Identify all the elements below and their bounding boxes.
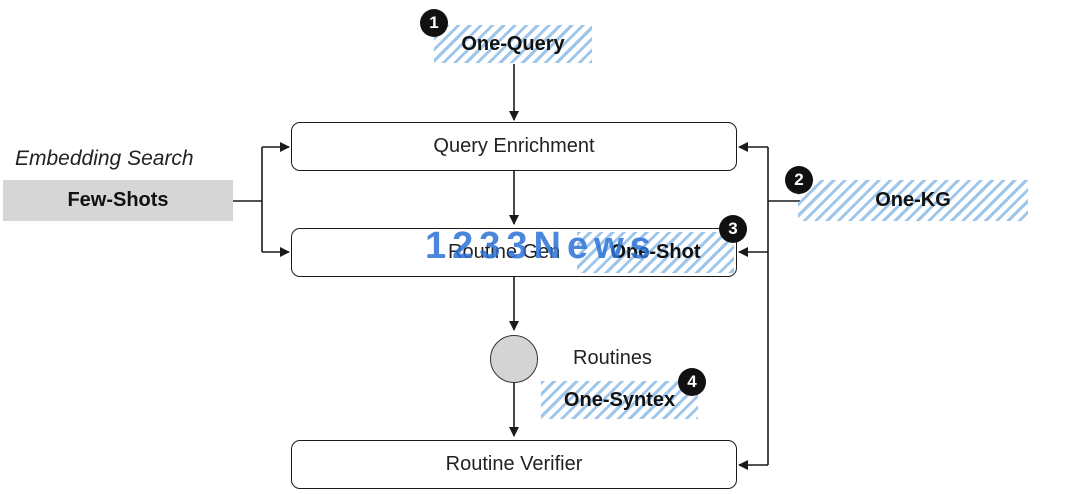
routine-verifier-label: Routine Verifier [445,453,583,475]
one-shot-highlight: One-Shot [577,232,734,273]
one-kg-label: One-KG [875,189,951,211]
one-syntex-highlight: One-Syntex [541,381,698,419]
one-syntex-label: One-Syntex [563,388,676,411]
badge-2: 2 [785,166,813,194]
badge-3: 3 [719,215,747,243]
routine-verifier-node: Routine Verifier [291,440,737,489]
badge-1: 1 [420,9,448,37]
one-query-label: One-Query [461,32,565,55]
few-shots-box: Few-Shots [3,180,233,221]
query-enrichment-node: Query Enrichment [291,122,737,171]
few-shots-label: Few-Shots [67,189,169,211]
embedding-search-label: Embedding Search [15,147,194,170]
watermark-text: 1233News [425,225,657,267]
routines-label: Routines [573,347,652,369]
query-enrichment-label: Query Enrichment [433,135,595,157]
routines-node [490,335,538,383]
one-kg-highlight: One-KG [798,180,1028,221]
one-shot-label: One-Shot [610,241,701,263]
badge-4: 4 [678,368,706,396]
one-query-highlight: One-Query [434,25,592,63]
routine-generation-label: Routine Gen [448,241,561,263]
